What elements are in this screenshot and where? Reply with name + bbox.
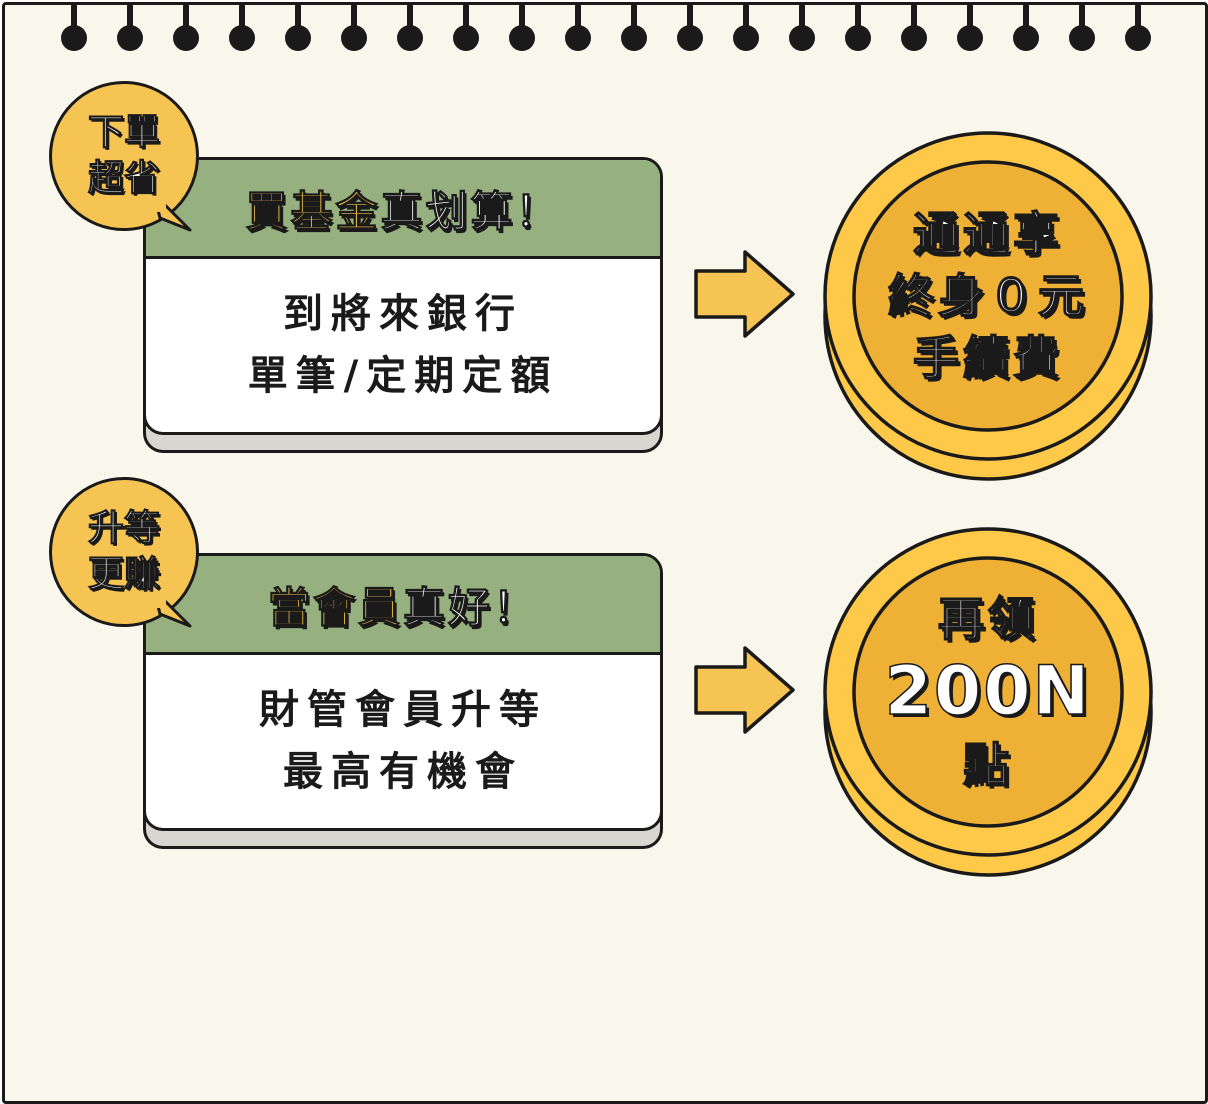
bubble-line: 更賺 <box>87 554 160 596</box>
coin-points: 再領 200N 點 <box>821 525 1155 879</box>
notebook-ring-hole <box>789 3 815 51</box>
bubble-tail <box>152 188 192 232</box>
card-front: 當會員真好！ 財管會員升等 最高有機會 <box>143 553 663 831</box>
notebook-ring-hole <box>341 3 367 51</box>
fund-promo-card: 買基金真划算！ 到將來銀行 單筆/定期定額 <box>143 157 663 453</box>
card-line: 單筆/定期定額 <box>247 353 559 399</box>
bubble-tail <box>152 584 192 628</box>
card-title-rest: 真划算！ <box>380 186 561 236</box>
coin-line: 手續費 <box>912 330 1063 386</box>
coin-line: 終身０元 <box>887 268 1088 324</box>
card-line: 財管會員升等 <box>259 687 547 733</box>
coin-line: 再領 <box>937 591 1038 647</box>
bubble-line: 下單 <box>87 112 160 154</box>
card-body: 到將來銀行 單筆/定期定額 <box>146 259 660 407</box>
coin-icon <box>823 131 1153 481</box>
notebook-ring-hole <box>733 3 759 51</box>
notebook-ring-hole <box>957 3 983 51</box>
coin-icon <box>823 527 1153 877</box>
card-body: 財管會員升等 最高有機會 <box>146 655 660 803</box>
coin-line: 通通享 <box>912 206 1063 262</box>
notebook-ring-hole <box>1069 3 1095 51</box>
bubble-line: 超省 <box>87 158 160 200</box>
coin-line: 點 <box>962 737 1013 793</box>
card-line: 最高有機會 <box>283 749 523 795</box>
card-line: 到將來銀行 <box>283 291 523 337</box>
notebook-ring-hole <box>845 3 871 51</box>
card-front: 買基金真划算！ 到將來銀行 單筆/定期定額 <box>143 157 663 435</box>
notebook-ring-hole <box>1125 3 1151 51</box>
card-header: 當會員真好！ <box>146 556 660 655</box>
speech-bubble-save: 下單 超省 <box>49 81 199 232</box>
bubble-line: 升等 <box>87 508 160 550</box>
card-header: 買基金真划算！ <box>146 160 660 259</box>
notebook-ring-hole <box>61 3 87 51</box>
notebook-ring-hole <box>1013 3 1039 51</box>
notebook-ring-hole <box>285 3 311 51</box>
notebook-ring-hole <box>901 3 927 51</box>
coin-text: 再領 200N 點 <box>821 525 1155 859</box>
speech-bubble-upgrade: 升等 更賺 <box>49 477 199 628</box>
notebook-ring-hole <box>397 3 423 51</box>
card-title-rest: 真好！ <box>402 582 539 632</box>
member-promo-card: 當會員真好！ 財管會員升等 最高有機會 <box>143 553 663 849</box>
card-title-highlight: 當會員 <box>267 582 403 632</box>
notebook-ring-hole <box>677 3 703 51</box>
notebook-ring-hole <box>229 3 255 51</box>
notebook-ring-hole <box>453 3 479 51</box>
notebook-ring-hole <box>173 3 199 51</box>
coin-zero-fee: 通通享 終身０元 手續費 <box>821 129 1155 483</box>
notebook-ring-hole <box>117 3 143 51</box>
notebook-ring-hole <box>565 3 591 51</box>
right-arrow-icon <box>694 646 795 734</box>
card-title-highlight: 買基金 <box>245 186 381 236</box>
coin-text: 通通享 終身０元 手續費 <box>821 129 1155 463</box>
notebook-ring-hole <box>509 3 535 51</box>
notebook-ring-hole <box>621 3 647 51</box>
coin-points-value: 200N <box>884 651 1092 732</box>
right-arrow-icon <box>694 250 795 338</box>
